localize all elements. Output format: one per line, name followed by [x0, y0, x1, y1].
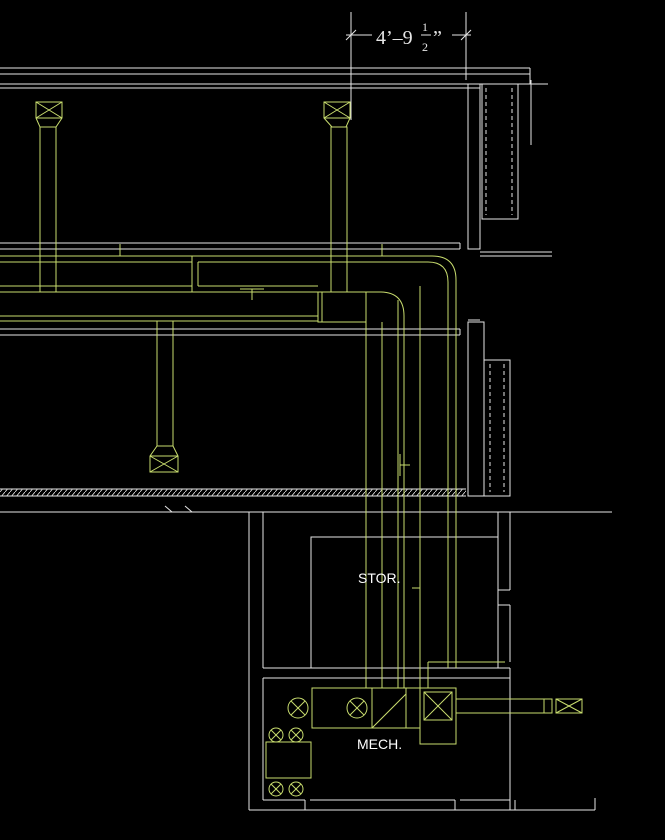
ductwork [0, 101, 583, 797]
building-outline [0, 67, 612, 811]
dimension-inch-mark: ” [433, 27, 442, 49]
room-label-storage: STOR. [358, 570, 401, 586]
dimension-fraction-numerator: 1 [422, 20, 428, 34]
room-label-mechanical: MECH. [357, 736, 402, 752]
dimension-text: 4’–9 [376, 27, 413, 49]
dimension-annotation: 4’–9 1 2 ” [345, 12, 472, 120]
dimension-fraction-denominator: 2 [422, 40, 428, 54]
